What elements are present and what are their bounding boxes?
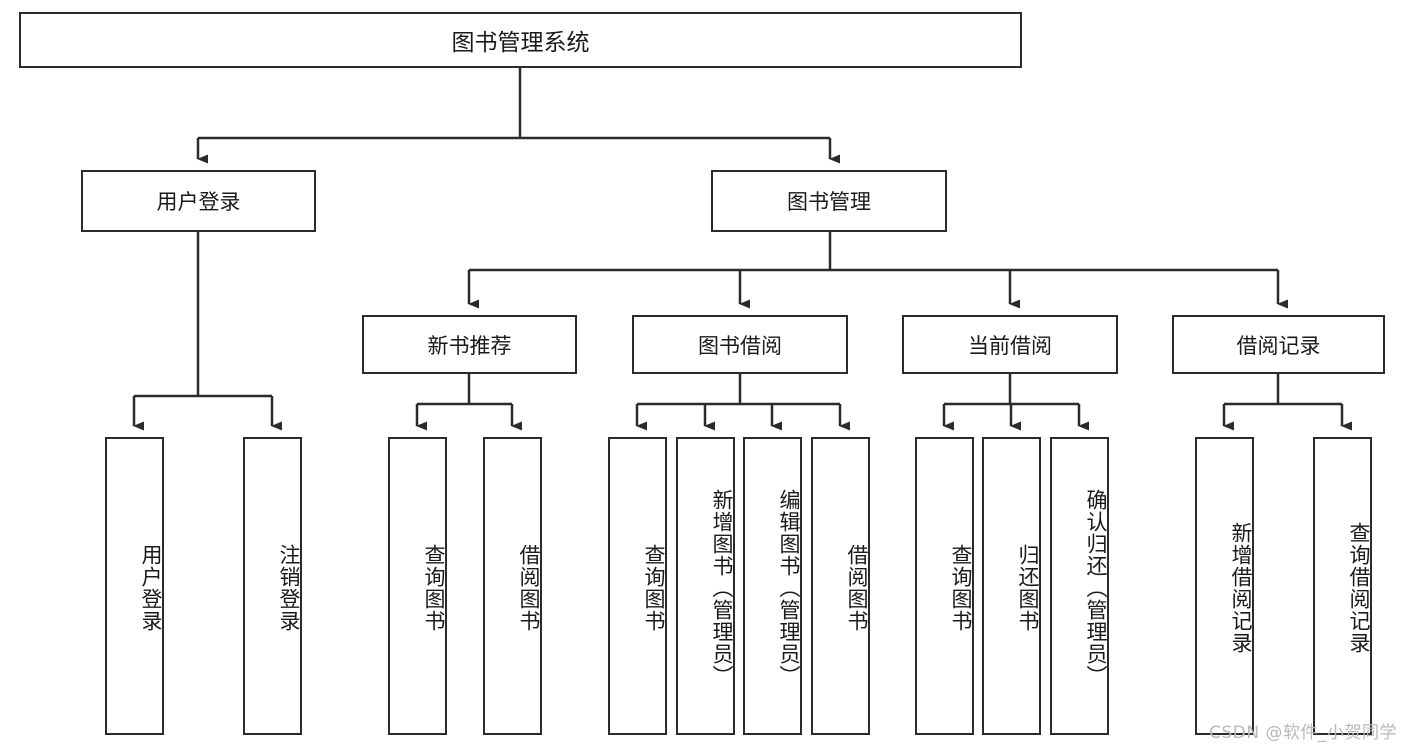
watermark: CSDN @软件_小贺同学 xyxy=(1209,723,1397,743)
node-leaf-query-book-1[interactable]: 查询图书 xyxy=(388,437,447,735)
node-leaf-user-logout[interactable]: 注销登录 xyxy=(243,437,302,735)
node-current-borrow-label: 当前借阅 xyxy=(968,333,1052,358)
node-leaf-confirm-return-label: 确认归还（管理员） xyxy=(1084,489,1108,687)
node-new-book-recommend[interactable]: 新书推荐 xyxy=(362,315,577,374)
edge-bookborrow-to-leaves xyxy=(635,374,850,431)
node-leaf-add-record-label: 新增借阅记录 xyxy=(1229,522,1253,654)
node-leaf-query-record-label: 查询借阅记录 xyxy=(1347,522,1371,654)
node-leaf-confirm-return[interactable]: 确认归还（管理员） xyxy=(1050,437,1109,735)
node-leaf-user-login-label: 用户登录 xyxy=(139,544,163,632)
node-current-borrow[interactable]: 当前借阅 xyxy=(902,315,1118,374)
node-leaf-borrow-book-1[interactable]: 借阅图书 xyxy=(483,437,542,735)
node-book-borrow[interactable]: 图书借阅 xyxy=(632,315,848,374)
edge-bookmanage-to-level2 xyxy=(467,232,1288,309)
node-book-manage-label: 图书管理 xyxy=(787,190,871,214)
node-borrow-record[interactable]: 借阅记录 xyxy=(1172,315,1385,374)
node-leaf-return-book-label: 归还图书 xyxy=(1016,544,1040,632)
node-leaf-query-book-3[interactable]: 查询图书 xyxy=(915,437,974,735)
node-leaf-user-logout-label: 注销登录 xyxy=(277,544,301,632)
node-leaf-query-book-3-label: 查询图书 xyxy=(949,544,973,632)
node-borrow-record-label: 借阅记录 xyxy=(1236,333,1321,358)
node-user-login[interactable]: 用户登录 xyxy=(81,170,316,232)
node-leaf-add-book[interactable]: 新增图书（管理员） xyxy=(676,437,735,735)
node-leaf-edit-book[interactable]: 编辑图书（管理员） xyxy=(743,437,802,735)
node-leaf-edit-book-label: 编辑图书（管理员） xyxy=(777,489,801,687)
node-book-manage[interactable]: 图书管理 xyxy=(711,170,947,232)
node-root[interactable]: 图书管理系统 xyxy=(19,12,1022,68)
node-leaf-query-book-2[interactable]: 查询图书 xyxy=(608,437,667,735)
edge-root-to-level1 xyxy=(196,68,840,164)
node-leaf-query-book-2-label: 查询图书 xyxy=(642,544,666,632)
node-leaf-return-book[interactable]: 归还图书 xyxy=(982,437,1041,735)
node-leaf-query-book-1-label: 查询图书 xyxy=(422,544,446,632)
edge-currentborrow-to-leaves xyxy=(942,374,1089,431)
node-leaf-borrow-book-2-label: 借阅图书 xyxy=(845,544,869,632)
edge-borrowrecord-to-leaves xyxy=(1222,374,1352,431)
node-leaf-query-record[interactable]: 查询借阅记录 xyxy=(1313,437,1372,735)
node-leaf-user-login[interactable]: 用户登录 xyxy=(105,437,164,735)
node-leaf-add-record[interactable]: 新增借阅记录 xyxy=(1195,437,1254,735)
node-user-login-label: 用户登录 xyxy=(156,190,241,214)
node-root-label: 图书管理系统 xyxy=(451,30,590,56)
node-new-book-recommend-label: 新书推荐 xyxy=(427,333,512,358)
node-leaf-borrow-book-1-label: 借阅图书 xyxy=(517,544,541,632)
node-leaf-borrow-book-2[interactable]: 借阅图书 xyxy=(811,437,870,735)
edge-userlogin-to-leaves xyxy=(132,232,282,431)
node-leaf-add-book-label: 新增图书（管理员） xyxy=(710,489,734,687)
edge-newbook-to-leaves xyxy=(415,374,522,431)
node-book-borrow-label: 图书借阅 xyxy=(698,333,782,358)
